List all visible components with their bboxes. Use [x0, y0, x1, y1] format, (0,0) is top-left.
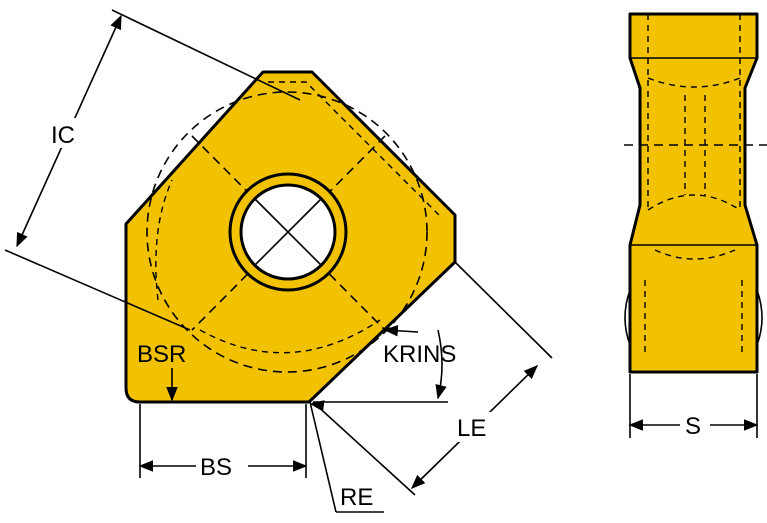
inscribed-circle [146, 91, 428, 373]
le-dimension: LE [312, 261, 553, 496]
bs-dimension: BS [138, 404, 308, 481]
hole-cross-2 [254, 198, 322, 266]
insert-top-view [124, 70, 457, 404]
bs-label: BS [200, 454, 232, 481]
insert-side-view [624, 12, 767, 374]
s-dimension: S [628, 374, 759, 440]
re-label: RE [340, 484, 373, 511]
bsr-label: BSR [137, 341, 186, 368]
inner-arc-bottom [199, 319, 381, 354]
ic-label: IC [51, 122, 75, 149]
inner-arc-left [155, 179, 173, 301]
corner-chamfer-top [268, 81, 441, 217]
ic-dimension: IC [4, 9, 301, 331]
krins-label: KRINS [383, 341, 456, 368]
bsr-dimension: BSR [137, 341, 186, 402]
le-label: LE [457, 415, 486, 442]
s-label: S [685, 413, 701, 440]
re-dimension: RE [309, 400, 384, 513]
side-body [628, 12, 759, 374]
